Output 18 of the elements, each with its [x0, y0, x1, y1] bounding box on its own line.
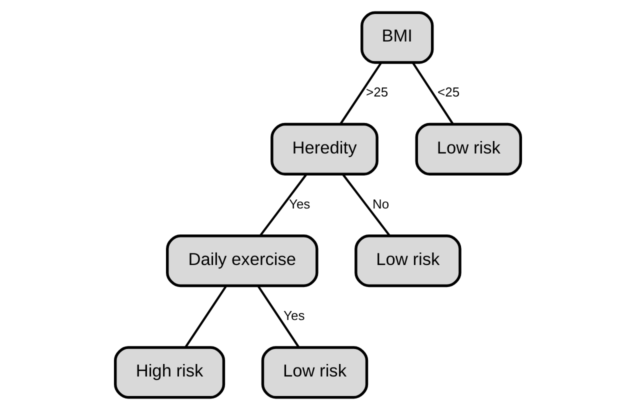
connector [257, 286, 300, 348]
node-box: Heredity [270, 122, 378, 176]
edge-label: >25 [366, 84, 388, 100]
connector [339, 62, 382, 125]
node-box: Low risk [415, 122, 522, 176]
node-box: Low risk [261, 346, 368, 399]
connector [412, 62, 454, 125]
edge-label: No [372, 196, 390, 212]
edge-label: Yes [284, 308, 305, 323]
edge-label: <25 [438, 84, 460, 100]
connector [342, 174, 391, 237]
node-box: High risk [114, 346, 226, 399]
connector [259, 174, 308, 237]
node-box: Low risk [354, 234, 462, 288]
node-box: BMI [360, 11, 434, 64]
node-box: Daily exercise [166, 234, 318, 288]
connector [184, 286, 227, 348]
edge-label: Yes [288, 196, 310, 212]
